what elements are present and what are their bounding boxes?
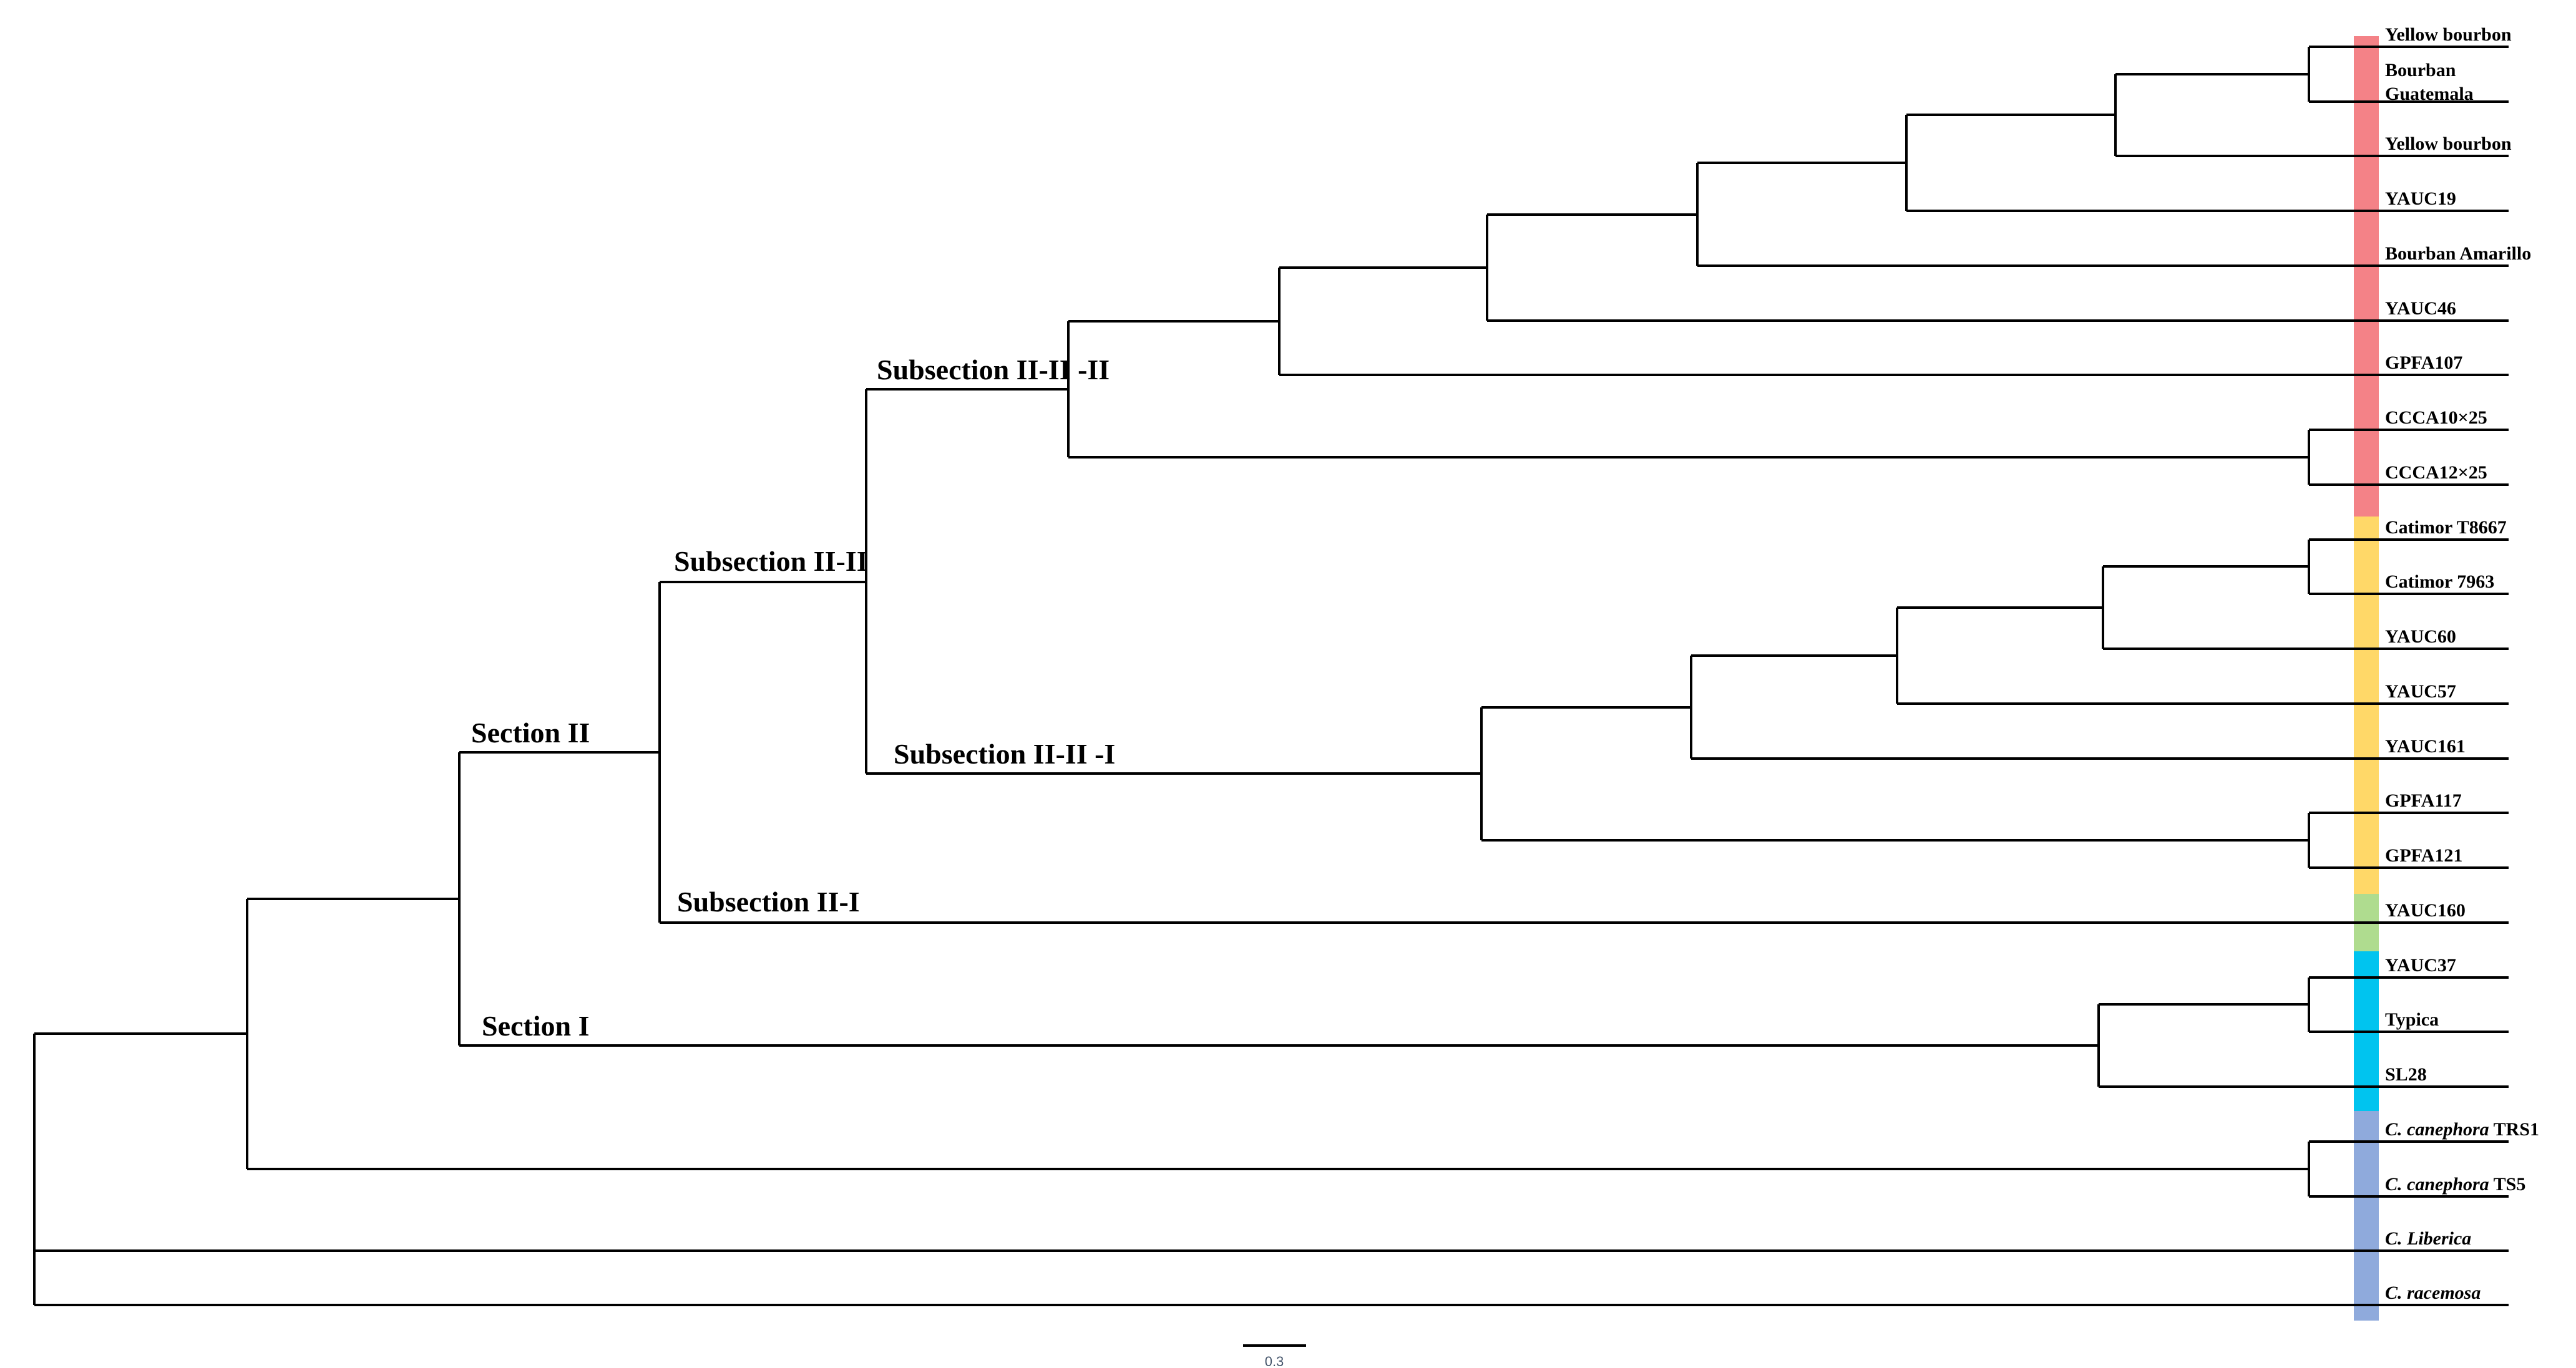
tip-label-code: TS5 <box>2489 1174 2526 1195</box>
tip-label: Catimor T8667 <box>2385 517 2507 538</box>
label-subsection-2-2: Subsection II-II <box>674 545 868 577</box>
tip-label: CCCA12×25 <box>2385 462 2487 483</box>
tip-label: YAUC46 <box>2385 298 2456 319</box>
tip-label: C. Liberica <box>2385 1228 2471 1249</box>
tip-label: SL28 <box>2385 1064 2427 1085</box>
tip-label: Bourban Amarillo <box>2385 243 2531 264</box>
tip-label: GPFA117 <box>2385 790 2462 811</box>
tip-label: YAUC160 <box>2385 900 2466 921</box>
bar-outgroup <box>2354 1111 2379 1321</box>
label-subsection-2-1: Subsection II-I <box>677 886 860 918</box>
section-labels: Subsection II-II -II Subsection II-II Se… <box>471 354 1115 1042</box>
tip-label: Catimor 7963 <box>2385 571 2494 592</box>
tip-label-species: C. canephora <box>2385 1119 2489 1140</box>
tip-label: YAUC37 <box>2385 955 2456 976</box>
tip-label: YAUC60 <box>2385 626 2456 647</box>
label-subsection-2-2-1: Subsection II-II -I <box>894 738 1115 770</box>
tip-label: C. racemosa <box>2385 1283 2481 1303</box>
tip-label-line2: Guatemala <box>2385 84 2474 104</box>
tip-label: CCCA10×25 <box>2385 407 2487 428</box>
tip-label: Bourban Guatemala <box>2385 60 2474 104</box>
label-section-2: Section II <box>471 717 590 749</box>
tip-label: YAUC57 <box>2385 681 2456 702</box>
tip-label: GPFA107 <box>2385 352 2462 373</box>
tip-label-code: TRS1 <box>2489 1119 2539 1140</box>
tip-label-line1: Bourban <box>2385 60 2456 80</box>
tip-label: GPFA121 <box>2385 845 2462 866</box>
tip-label: YAUC161 <box>2385 736 2466 757</box>
scale-bar: 0.3 <box>1243 1344 1306 1368</box>
tree-branches <box>33 46 2509 1306</box>
bar-subsection-2-2-2 <box>2354 36 2379 517</box>
tip-labels: Yellow bourbon Bourban Guatemala Yellow … <box>2385 24 2539 1303</box>
scale-bar-value: 0.3 <box>1265 1354 1284 1368</box>
clade-color-bars <box>2354 36 2379 1321</box>
tip-label-species: C. canephora <box>2385 1174 2489 1195</box>
tip-label: YAUC19 <box>2385 188 2456 209</box>
bar-subsection-2-2-1 <box>2354 517 2379 894</box>
label-subsection-2-2-2: Subsection II-II -II <box>877 354 1110 386</box>
label-section-1: Section I <box>482 1010 590 1042</box>
tip-label: Yellow bourbon <box>2385 133 2512 154</box>
tip-label: Yellow bourbon <box>2385 24 2512 45</box>
tip-label: Typica <box>2385 1009 2439 1030</box>
tip-label: C. canephora TS5 <box>2385 1174 2525 1195</box>
tip-label: C. canephora TRS1 <box>2385 1119 2539 1140</box>
